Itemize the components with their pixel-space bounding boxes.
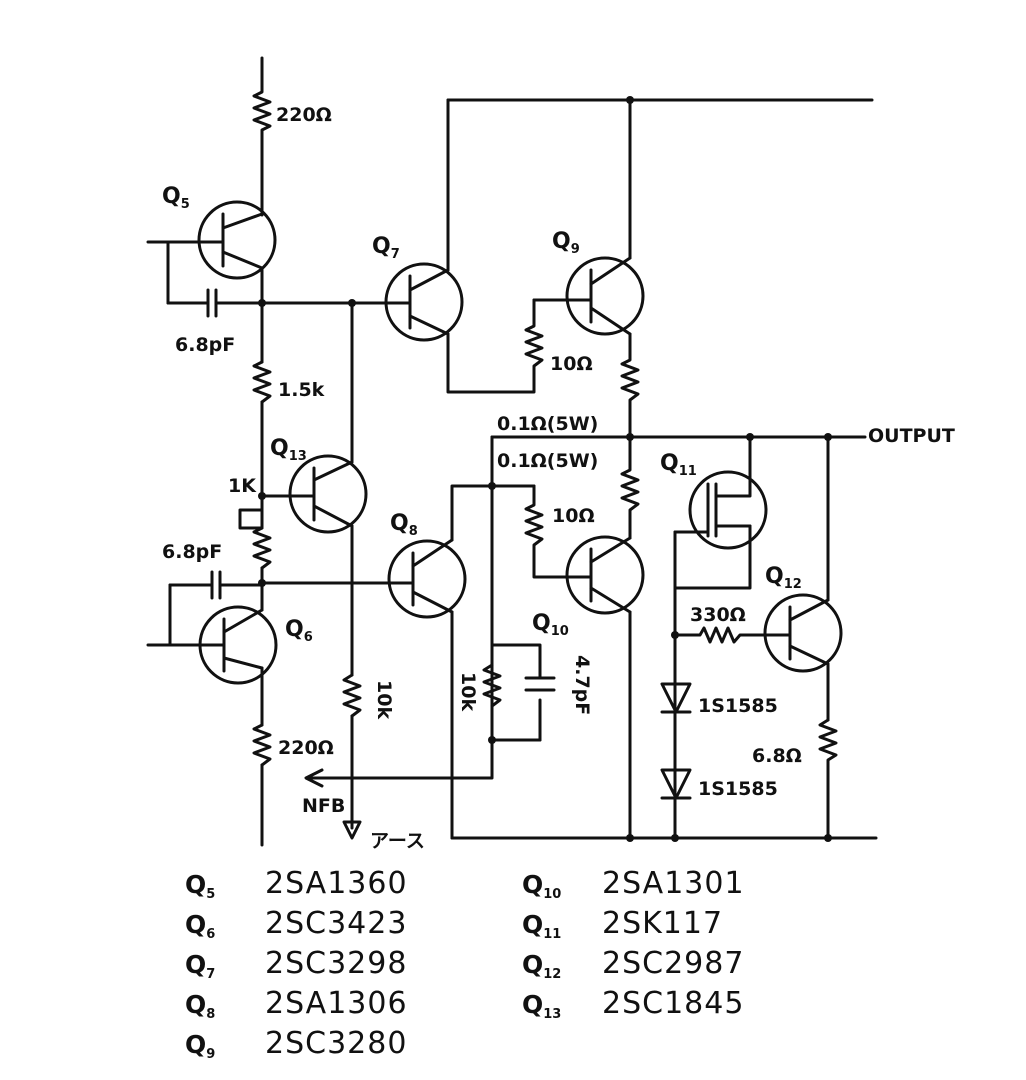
top-rail — [446, 96, 874, 272]
parts-list-part-4: 2SC3280 — [265, 1026, 407, 1061]
resistor-220-bottom: 220Ω — [252, 723, 334, 767]
ground-label: アース — [370, 830, 425, 852]
resistor-6.8: 6.8Ω — [752, 718, 838, 840]
transistor-q13: Q13 — [270, 436, 368, 677]
resistor-220-top: 220Ω — [252, 86, 332, 134]
parts-list-part-1: 2SC3423 — [265, 906, 407, 941]
resistor-10-bottom-label: 10Ω — [552, 505, 595, 527]
parts-list-q-4: Q9 — [185, 1030, 215, 1062]
capacitor-mid-label: 6.8pF — [162, 541, 222, 563]
resistor-10-top: 10Ω — [524, 298, 593, 375]
diode-1-label: 1S1585 — [698, 695, 778, 717]
parts-list-q-0: Q5 — [185, 870, 215, 902]
capacitor-6.8pf-top: 6.8pF — [166, 288, 264, 356]
q13-label: Q13 — [270, 436, 307, 464]
bottom-rail — [450, 834, 878, 842]
q11-label: Q11 — [660, 451, 697, 479]
q7-base-wire — [258, 299, 390, 464]
q8-label: Q8 — [390, 511, 418, 539]
resistor-10k-a: 10k アース — [342, 673, 425, 852]
q12-label: Q12 — [765, 564, 802, 592]
resistor-1.5k: 1.5k — [252, 360, 325, 404]
parts-list-part-6: 2SK117 — [602, 906, 723, 941]
resistor-10k-a-label: 10k — [373, 680, 395, 719]
parts-list-part-8: 2SC1845 — [602, 986, 744, 1021]
resistor-1k: 1K — [228, 475, 294, 570]
parts-list-q-6: Q11 — [522, 910, 561, 942]
parts-list-q-7: Q12 — [522, 950, 561, 982]
q10-label: Q10 — [532, 611, 569, 639]
parts-list-part-5: 2SA1301 — [602, 866, 745, 901]
resistor-220-bottom-label: 220Ω — [278, 737, 334, 759]
resistor-1.5k-label: 1.5k — [278, 379, 325, 401]
transistor-q11: Q11 — [660, 435, 768, 590]
transistor-q7: Q7 — [372, 234, 536, 394]
diode-1: 1S1585 — [660, 682, 778, 717]
parts-list-part-3: 2SA1306 — [265, 986, 408, 1021]
parts-list-q-2: Q7 — [185, 950, 215, 982]
transistor-q6: Q6 — [146, 605, 313, 685]
resistor-10k-b: 10k — [457, 643, 542, 744]
resistor-0.1-bottom: 0.1Ω(5W) — [497, 435, 640, 540]
q5-label: Q5 — [162, 184, 190, 212]
resistor-0.1-bottom-label: 0.1Ω(5W) — [497, 450, 598, 472]
transistor-q10: Q10 — [532, 535, 645, 840]
capacitor-top-label: 6.8pF — [175, 334, 235, 356]
parts-list-part-7: 2SC2987 — [602, 946, 744, 981]
parts-list-part-2: 2SC3298 — [265, 946, 407, 981]
capacitor-4.7pf: 4.7pF — [524, 655, 593, 715]
diode-2-label: 1S1585 — [698, 778, 778, 800]
parts-list-q-8: Q13 — [522, 990, 561, 1022]
q7-label: Q7 — [372, 234, 400, 262]
capacitor-6.8pf-mid: 6.8pF — [162, 541, 392, 647]
nfb-label: NFB — [302, 795, 345, 817]
parts-list-q-5: Q10 — [522, 870, 561, 902]
q6-label: Q6 — [285, 617, 313, 645]
transistor-q8: Q8 — [387, 482, 536, 840]
resistor-0.1-top-label: 0.1Ω(5W) — [497, 413, 598, 435]
capacitor-4.7pf-label: 4.7pF — [571, 655, 593, 715]
resistor-10-bottom: 10Ω — [524, 484, 595, 579]
resistor-220-top-label: 220Ω — [276, 104, 332, 126]
resistor-6.8-label: 6.8Ω — [752, 745, 802, 767]
q9-label: Q9 — [552, 229, 580, 257]
resistor-10-top-label: 10Ω — [550, 353, 593, 375]
parts-list-q-1: Q6 — [185, 910, 215, 942]
resistor-1k-label: 1K — [228, 475, 257, 497]
resistor-330-label: 330Ω — [690, 604, 746, 626]
resistor-10k-b-label: 10k — [457, 672, 479, 711]
transistor-q9: Q9 — [552, 229, 645, 336]
output-label: OUTPUT — [868, 425, 955, 447]
transistor-q12: Q12 — [763, 435, 843, 722]
diode-2: 1S1585 — [660, 768, 778, 800]
parts-list-part-0: 2SA1360 — [265, 866, 408, 901]
nfb-line: NFB — [302, 738, 494, 817]
parts-list-q-3: Q8 — [185, 990, 215, 1022]
resistor-0.1-top: 0.1Ω(5W) — [497, 332, 640, 439]
transistor-q5: Q5 — [146, 184, 277, 305]
